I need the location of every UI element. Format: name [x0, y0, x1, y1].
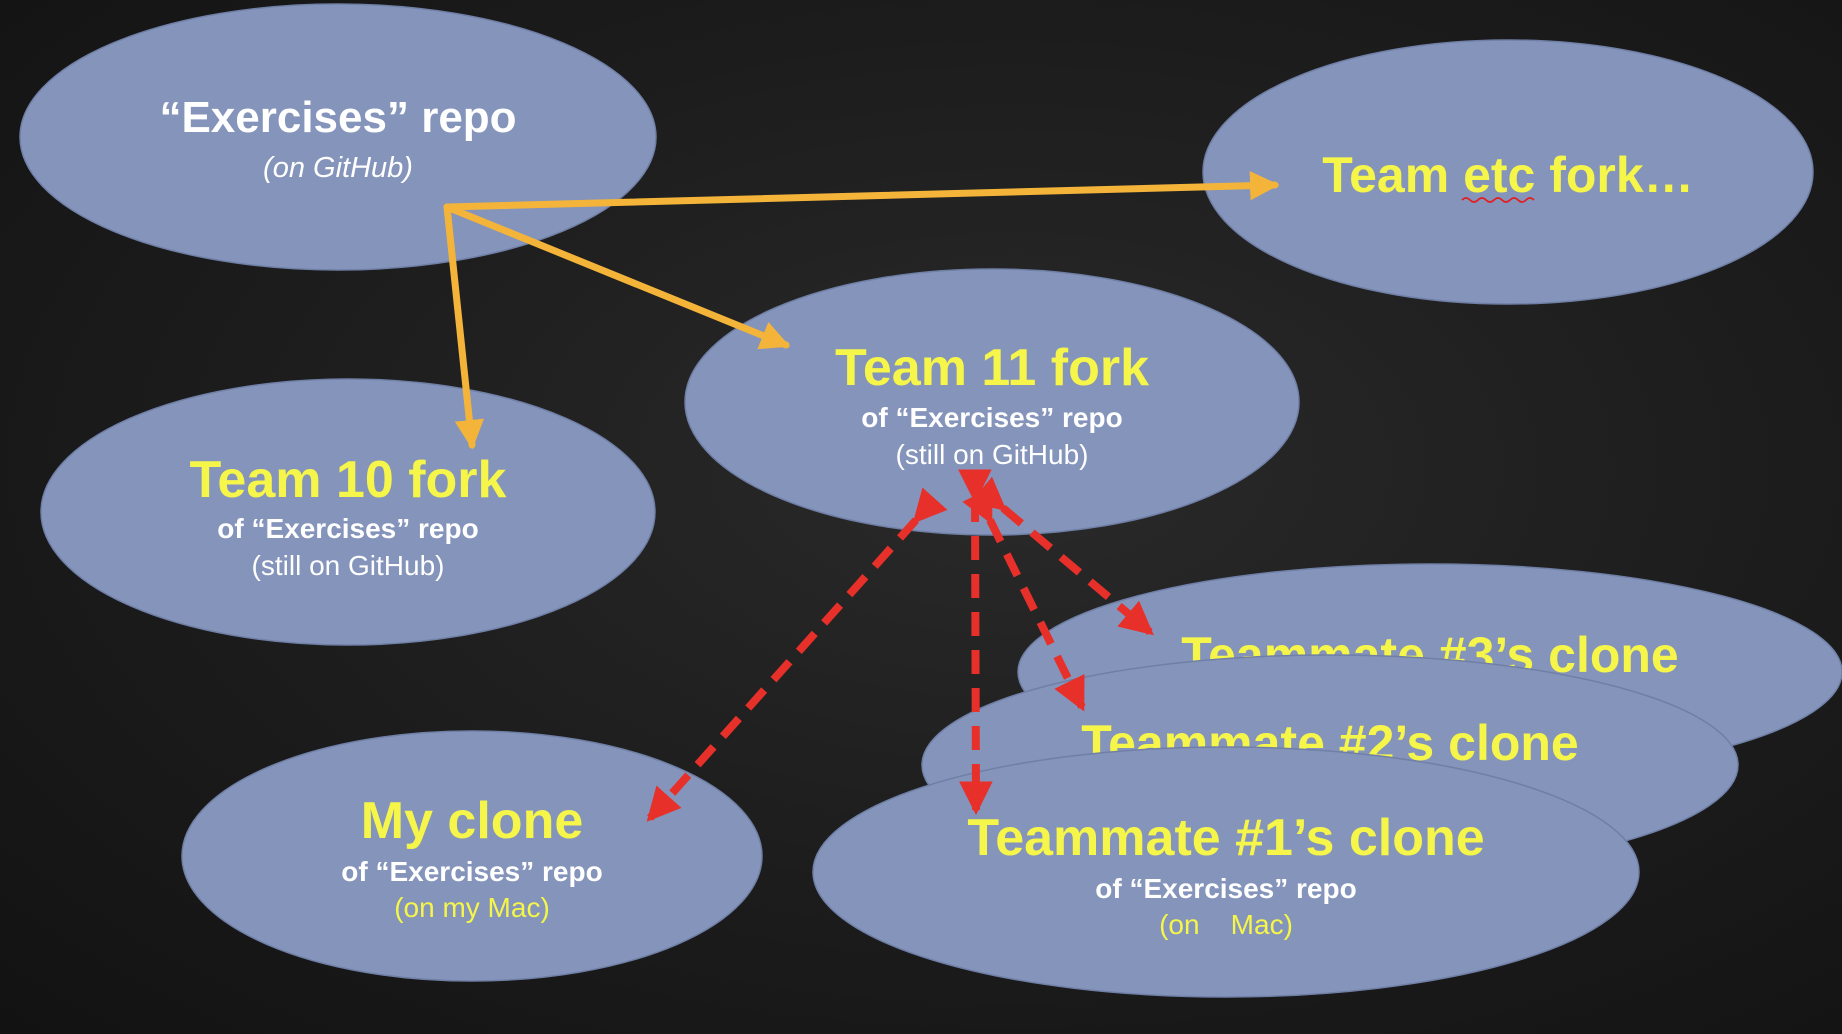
node-team-11-fork: Team 11 fork of “Exercises” repo (still …	[684, 268, 1300, 536]
fork-arrow-to-team-10	[443, 203, 485, 450]
node-team11-note: (still on GitHub)	[896, 439, 1089, 470]
clone-arrow-teammate-2	[962, 486, 1086, 712]
node-exercises-title: “Exercises” repo	[159, 93, 516, 142]
clone-arrow-my-clone	[646, 487, 948, 822]
clone-arrows	[646, 469, 1154, 822]
fork-arrow-to-team-11	[443, 203, 791, 350]
node-my-clone-title: My clone	[361, 792, 584, 850]
node-teammate1-shape	[812, 746, 1640, 998]
node-team-etc-fork: Team etc fork…	[1202, 39, 1814, 305]
node-team11-sub: of “Exercises” repo	[861, 402, 1122, 433]
node-team-10-fork: Team 10 fork of “Exercises” repo (still …	[40, 378, 656, 646]
node-team-etc-shape	[1202, 39, 1814, 305]
node-my-clone: My clone of “Exercises” repo (on my Mac)	[181, 730, 763, 982]
node-team-etc-title: Team etc fork…	[1322, 147, 1693, 203]
node-teammate1-note: (on Mac)	[1159, 909, 1293, 940]
node-my-clone-shape	[181, 730, 763, 982]
node-team10-shape	[40, 378, 656, 646]
node-team10-title: Team 10 fork	[190, 451, 507, 509]
node-exercises-repo: “Exercises” repo (on GitHub)	[19, 3, 657, 271]
node-teammate1-title: Teammate #1’s clone	[967, 809, 1484, 867]
spellcheck-underline	[1461, 197, 1535, 203]
node-teammate-1-clone: Teammate #1’s clone of “Exercises” repo …	[812, 746, 1640, 998]
node-team11-title: Team 11 fork	[835, 339, 1149, 397]
node-my-clone-note: (on my Mac)	[394, 892, 550, 923]
clone-arrow-teammate-3	[970, 476, 1154, 636]
node-team10-sub: of “Exercises” repo	[217, 513, 478, 544]
node-exercises-note: (on GitHub)	[263, 152, 413, 184]
node-my-clone-sub: of “Exercises” repo	[341, 856, 602, 887]
fork-arrow-to-team-etc	[443, 170, 1280, 211]
fork-arrows	[443, 170, 1280, 450]
node-teammate1-sub: of “Exercises” repo	[1095, 873, 1356, 904]
node-team10-note: (still on GitHub)	[252, 550, 445, 581]
